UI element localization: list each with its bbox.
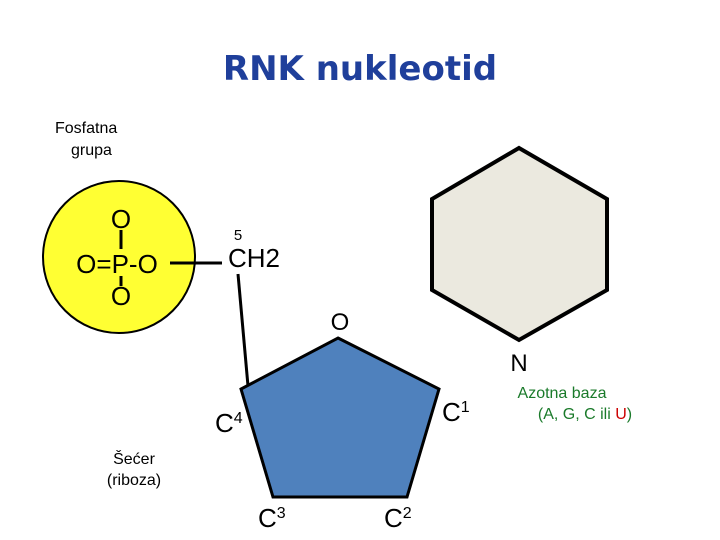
phosphate-group-circle <box>42 180 196 334</box>
carbon-2: C2 <box>384 503 412 533</box>
uracil-letter: U <box>615 406 627 423</box>
carbon-3: C3 <box>258 503 286 533</box>
phosphate-label-line1: Fosfatna <box>55 120 117 137</box>
phosphate-top-oxygen: O <box>111 204 131 234</box>
sugar-label-line1: Šećer <box>113 449 155 468</box>
phosphate-bottom-oxygen: O <box>111 281 131 311</box>
ch2-group: CH2 <box>228 243 280 273</box>
phosphate-formula: O=P-O <box>76 249 158 279</box>
ring-oxygen: O <box>331 309 350 336</box>
ch2-c4-bond <box>236 273 250 387</box>
sugar-label-line2: (riboza) <box>107 472 161 489</box>
page-title: RNK nukleotid <box>223 49 497 89</box>
nitrogen-atom: N <box>510 350 527 377</box>
carbon5-number: 5 <box>234 227 242 244</box>
phosphate-label-line2: grupa <box>71 142 112 159</box>
carbon-1: C1 <box>442 397 470 427</box>
ribose-sugar-pentagon <box>239 336 441 499</box>
base-label-line2: (A, G, C ili U) <box>538 406 632 423</box>
base-label-line1: Azotna baza <box>518 385 607 402</box>
carbon-4: C4 <box>215 408 243 438</box>
nitrogenous-base-hexagon <box>430 145 609 343</box>
